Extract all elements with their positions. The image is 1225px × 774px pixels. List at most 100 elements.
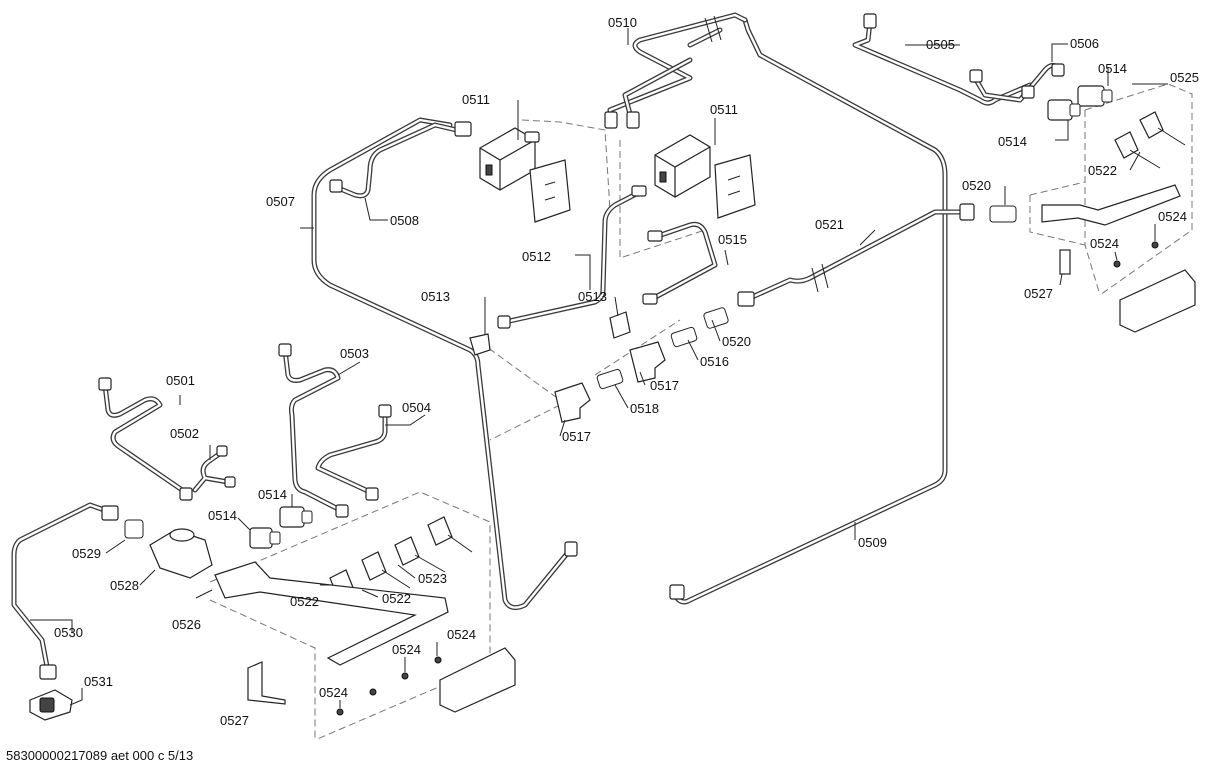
label-0506: 0506: [1070, 36, 1099, 51]
label-0507: 0507: [266, 194, 295, 209]
label-0526: 0526: [172, 617, 201, 632]
label-0524-a: 0524: [1158, 209, 1187, 224]
assembly-outlines: [209, 83, 1193, 740]
burner-valves-right: [1114, 111, 1186, 169]
label-0511-b: 0511: [710, 102, 738, 117]
pipe-nut: [969, 69, 983, 83]
pipe-nut: [454, 121, 472, 137]
pipe-nut: [101, 505, 119, 521]
bracket-right-upper: [714, 154, 756, 219]
pipe-nut: [216, 445, 228, 457]
pipe-nut: [669, 584, 685, 600]
pipe-0502: [192, 445, 236, 493]
label-0524-d: 0524: [392, 642, 421, 657]
pipe-nut: [329, 179, 343, 193]
bracket-lower-left: [439, 647, 516, 713]
label-0514-b: 0514: [998, 134, 1027, 149]
pipe-nut: [98, 377, 112, 391]
pipe-nut: [335, 504, 349, 518]
label-0524-b: 0524: [1090, 236, 1119, 251]
label-0520-a: 0520: [962, 178, 991, 193]
label-0530: 0530: [54, 625, 83, 640]
pipe-0506: [969, 62, 1065, 103]
tee-0517-lower: [554, 382, 591, 423]
manifold-rail-right: [1041, 184, 1181, 226]
pipe-nut: [179, 487, 193, 501]
pipe-nut: [626, 111, 640, 129]
pipe-nut: [604, 111, 618, 129]
pipe-nut: [642, 293, 658, 305]
label-0511-a: 0511: [462, 92, 490, 107]
valve-0514-upper-right-a: [1077, 85, 1113, 107]
connector-0531: [29, 689, 73, 721]
pipe-0521: [737, 203, 975, 307]
label-0524-c: 0524: [447, 627, 476, 642]
label-0520-b: 0520: [722, 334, 751, 349]
pipe-nut: [631, 185, 647, 197]
pipe-0505: [852, 13, 1033, 106]
valve-0514-lower-a: [279, 506, 313, 528]
label-0514-d: 0514: [208, 508, 237, 523]
part-labels: 0510 0505 0506 0514 0525 0514 0522 0511 …: [54, 15, 1199, 728]
clip-0527-lower: [247, 661, 286, 705]
label-0512: 0512: [522, 249, 551, 264]
pipe-0515: [642, 221, 718, 305]
label-0524-e: 0524: [319, 685, 348, 700]
screws-0524: [336, 241, 1159, 716]
label-0522-b: 0522: [290, 594, 319, 609]
label-0527-b: 0527: [1024, 286, 1053, 301]
adapter-0520-right: [989, 205, 1017, 223]
tee-0517-upper: [629, 341, 666, 383]
drawing-reference-number: 58300000217089 aet 000 c 5/13: [6, 748, 194, 763]
pipe-nut: [224, 476, 236, 488]
label-0508: 0508: [390, 213, 419, 228]
label-0503: 0503: [340, 346, 369, 361]
label-0513-a: 0513: [421, 289, 450, 304]
valve-0514-lower-b: [249, 527, 281, 549]
adapter-0520-center: [703, 307, 729, 329]
label-0505: 0505: [926, 37, 955, 52]
bracket-left-upper: [529, 159, 571, 223]
pipe-0530: [11, 502, 119, 680]
gas-piping-exploded-diagram: 0510 0505 0506 0514 0525 0514 0522 0511 …: [11, 12, 1199, 740]
label-0531: 0531: [84, 674, 113, 689]
thermostat-0511-left: [479, 127, 540, 191]
pipe-nut: [39, 664, 57, 680]
label-0515: 0515: [718, 232, 747, 247]
regulator-0528: [124, 519, 213, 579]
pipe-nut: [497, 315, 511, 329]
pipe-nut: [365, 487, 379, 501]
label-0514-a: 0514: [1098, 61, 1127, 76]
manifold-rail-lower: [214, 561, 449, 666]
pipe-0507: [311, 117, 578, 611]
valve-0514-upper-right-b: [1047, 99, 1081, 121]
label-0525: 0525: [1170, 70, 1199, 85]
label-0504: 0504: [402, 400, 431, 415]
leader-lines: [30, 28, 1168, 708]
label-0510: 0510: [608, 15, 637, 30]
pipe-0508: [329, 121, 472, 199]
pipe-0501: [98, 377, 193, 501]
label-0502: 0502: [170, 426, 199, 441]
pipe-nut: [647, 230, 663, 242]
fitting-0513-right: [609, 311, 631, 339]
clip-0527-right: [1059, 249, 1071, 275]
bracket-lower-right: [1119, 269, 1196, 333]
label-0518: 0518: [630, 401, 659, 416]
label-0523: 0523: [418, 571, 447, 586]
label-0522-c: 0522: [382, 591, 411, 606]
pipe-0503: [278, 343, 349, 518]
label-0528: 0528: [110, 578, 139, 593]
label-0509: 0509: [858, 535, 887, 550]
label-0529: 0529: [72, 546, 101, 561]
label-0527-a: 0527: [220, 713, 249, 728]
pipe-nut: [1051, 63, 1065, 77]
nipple-0518: [596, 368, 624, 390]
pipe-nut: [278, 343, 292, 357]
label-0517-a: 0517: [650, 378, 679, 393]
label-0501: 0501: [166, 373, 195, 388]
pipe-nut: [863, 13, 877, 29]
label-0517-b: 0517: [562, 429, 591, 444]
pipe-0504: [315, 404, 392, 501]
fitting-0513-left: [469, 333, 491, 356]
